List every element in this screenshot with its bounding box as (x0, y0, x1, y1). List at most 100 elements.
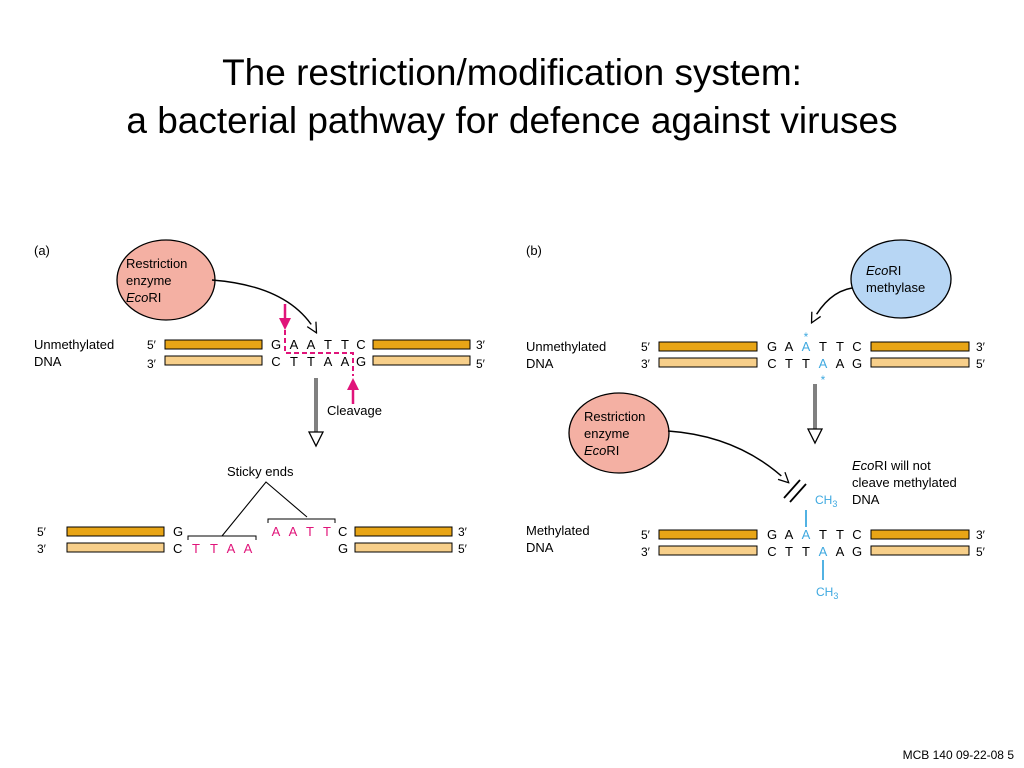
base: C (767, 544, 776, 559)
ch3-bottom-sub: 3 (833, 591, 838, 601)
base: A (289, 524, 298, 539)
enzyme-binding-arrow (211, 279, 316, 332)
note-line-1: EcoRI will not (852, 458, 931, 473)
fragment-left-top (66, 526, 165, 537)
m-dna-top-left (658, 529, 758, 540)
down-arrow-icon (307, 378, 325, 448)
base: T (785, 356, 793, 371)
fragment-g2: G (338, 541, 348, 556)
enzyme-label-tail: RI (148, 290, 161, 305)
three-prime-right-top: 3′ (476, 338, 486, 352)
b-unmethylated-label-2: DNA (526, 356, 554, 371)
enzyme-label-line-3: EcoRI (126, 290, 161, 305)
m-five-prime-top: 5′ (641, 528, 651, 542)
base: A (785, 527, 794, 542)
base: C (767, 356, 776, 371)
note-line-2: cleave methylated (852, 475, 957, 490)
base: T (802, 356, 810, 371)
b-five-prime-bottom-right: 5′ (976, 357, 986, 371)
methylated-dna-label-2: DNA (526, 540, 554, 555)
base: C (271, 354, 280, 369)
b-enzyme-label-tail: RI (606, 443, 619, 458)
methyl-star-top-icon: * (804, 330, 809, 344)
enzyme-label-italic: Eco (126, 290, 148, 305)
b-bottom-sequence: C T T A A G (767, 356, 862, 371)
base: G (852, 356, 862, 371)
b-enzyme-label-italic: Eco (584, 443, 606, 458)
note-line-3: DNA (852, 492, 880, 507)
base-methylated: A (802, 339, 811, 354)
b-down-arrow-icon (806, 384, 824, 445)
three-prime-left-bottom: 3′ (147, 357, 157, 371)
dna-top-strand-right (372, 339, 471, 350)
b-dna-top-right (870, 341, 970, 352)
b-dna-top-left (658, 341, 758, 352)
base: C (356, 337, 365, 352)
m-five-prime-bottom-right: 5′ (976, 545, 986, 559)
b-enzyme-label-line-3: EcoRI (584, 443, 619, 458)
m-dna-bottom-right (870, 545, 970, 556)
fragment-right-top (354, 526, 453, 537)
base: C (852, 527, 861, 542)
base: A (836, 356, 845, 371)
base-methylated: A (819, 544, 828, 559)
m-dna-top-right (870, 529, 970, 540)
methylase-label-tail: RI (888, 263, 901, 278)
base: A (272, 524, 281, 539)
m-dna-bottom-left (658, 545, 758, 556)
b-three-prime-top-right: 3′ (976, 340, 986, 354)
bracket-ttaa (187, 535, 257, 540)
methylase-label-line-1: EcoRI (866, 263, 901, 278)
five-prime-right-bottom: 5′ (476, 357, 486, 371)
base: T (290, 354, 298, 369)
base: T (341, 337, 349, 352)
base: T (306, 524, 314, 539)
base: A (324, 354, 333, 369)
methylase-binding-arrow (812, 287, 853, 322)
blocked-binding-arrow (667, 430, 788, 482)
base: T (307, 354, 315, 369)
base: A (341, 354, 350, 369)
cleavage-path (284, 330, 354, 376)
base: A (290, 337, 299, 352)
panel-b: (b) EcoRI methylase Unmethylated DNA 5′ … (526, 239, 986, 601)
b-dna-bottom-left (658, 357, 758, 368)
b-top-sequence: G A A T T C (767, 339, 862, 354)
m-three-prime-top-right: 3′ (976, 528, 986, 542)
base: T (819, 527, 827, 542)
m-three-prime-bottom: 3′ (641, 545, 651, 559)
top-sequence: G A A T T C (271, 337, 366, 352)
block-bar-1 (783, 479, 801, 499)
base: T (836, 527, 844, 542)
methylase-label-line-2: methylase (866, 280, 925, 295)
base: T (802, 544, 810, 559)
sticky-end-ttaa: T T A A (192, 541, 253, 556)
slide-title-line-1: The restriction/modification system: (222, 52, 802, 93)
enzyme-label-line-1: Restriction (126, 256, 187, 271)
three-prime-lower-left: 3′ (37, 542, 47, 556)
base: G (767, 339, 777, 354)
slide-footer: MCB 140 09-22-08 5 (902, 748, 1014, 762)
ch3-top: CH3 (815, 493, 837, 509)
b-dna-bottom-right (870, 357, 970, 368)
ch3-bottom: CH3 (816, 585, 838, 601)
fragment-right-bottom (354, 542, 453, 553)
bracket-aatt (267, 518, 336, 523)
bottom-sequence: C T T A A G (271, 354, 366, 369)
m-top-sequence: G A A T T C (767, 527, 862, 542)
base: T (836, 339, 844, 354)
base: A (836, 544, 845, 559)
base: G (271, 337, 281, 352)
cleavage-arrow-bottom-icon (347, 378, 359, 390)
panel-a-label: (a) (34, 243, 50, 258)
fragment-c2: C (338, 524, 347, 539)
panel-b-label: (b) (526, 243, 542, 258)
methylated-dna-label-1: Methylated (526, 523, 590, 538)
b-three-prime-bottom: 3′ (641, 357, 651, 371)
base: T (785, 544, 793, 559)
dna-bottom-strand-right (372, 355, 471, 366)
five-prime-lower-left: 5′ (37, 525, 47, 539)
base: T (210, 541, 218, 556)
note-line-1-tail: RI will not (874, 458, 931, 473)
slide-title-line-2: a bacterial pathway for defence against … (126, 100, 898, 141)
